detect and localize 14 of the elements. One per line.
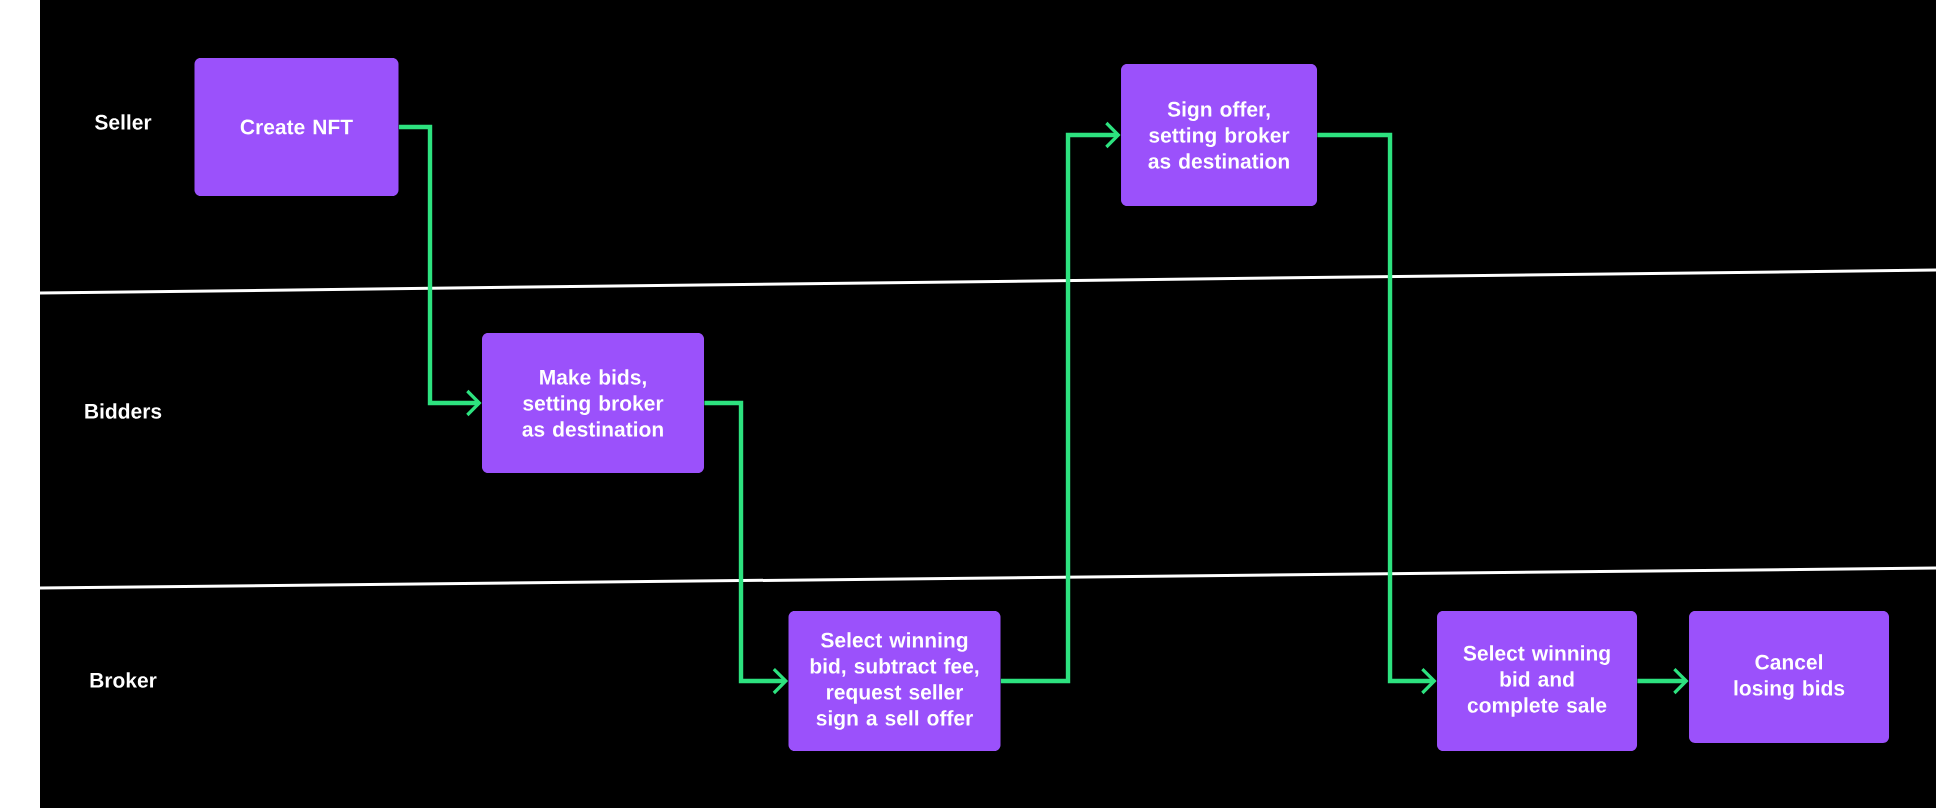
process-box: Select winning bid and complete sale [1437, 611, 1638, 751]
process-box: Select winning bid, subtract fee, request seller sign a sell offer [788, 611, 1001, 751]
lane-label: Broker [90, 672, 157, 688]
arrow [1637, 667, 1689, 695]
process-box: Create NFT [194, 58, 399, 196]
process-box: Cancel losing bids [1689, 611, 1890, 743]
process-box: Sign offer, setting broker as destination [1121, 64, 1317, 206]
process-box: Make bids, setting broker as destination [482, 333, 704, 473]
arrow [704, 400, 789, 695]
lane-label: Bidders [85, 403, 162, 419]
arrow [1000, 121, 1121, 684]
lane-label: Seller [95, 114, 152, 130]
arrow [398, 124, 482, 417]
arrow [1317, 132, 1437, 695]
